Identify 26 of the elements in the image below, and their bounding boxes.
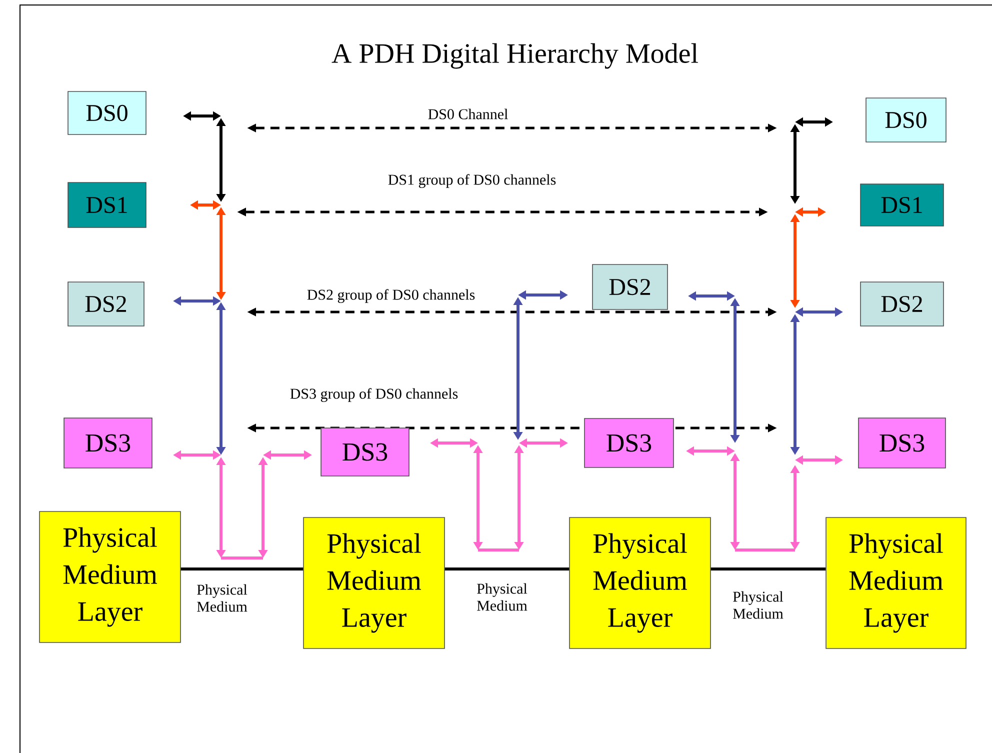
- level-box: DS3: [64, 418, 152, 468]
- medium-line: [180, 568, 304, 570]
- layer-box: Physical Medium Layer: [569, 517, 711, 649]
- level-box: DS2: [860, 282, 944, 326]
- level-box: DS1: [68, 182, 146, 228]
- channel-label: DS0 Channel: [428, 108, 508, 120]
- channel-label: DS3 group of DS0 channels: [290, 388, 458, 402]
- layer-box: Physical Medium Layer: [826, 517, 966, 649]
- level-box: DS3: [858, 418, 946, 468]
- level-box: DS2: [68, 282, 144, 326]
- edge-label: Physical Medium: [197, 584, 248, 612]
- level-box: DS0: [68, 91, 146, 135]
- channel-label: DS2 group of DS0 channels: [307, 289, 475, 303]
- title: A PDH Digital Hierarchy Model: [332, 43, 698, 69]
- level-box: DS0: [866, 98, 946, 142]
- medium-line: [710, 568, 826, 570]
- layer-box: Physical Medium Layer: [303, 517, 445, 649]
- edge-label: Physical Medium: [477, 583, 528, 611]
- level-box: DS1: [860, 184, 944, 226]
- level-box: DS2: [592, 264, 668, 310]
- layer-box: Physical Medium Layer: [39, 511, 181, 643]
- medium-line: [444, 568, 570, 570]
- level-box: DS3: [584, 418, 674, 468]
- channel-label: DS1 group of DS0 channels: [388, 174, 556, 188]
- level-box: DS3: [320, 428, 410, 476]
- edge-label: Physical Medium: [733, 591, 784, 619]
